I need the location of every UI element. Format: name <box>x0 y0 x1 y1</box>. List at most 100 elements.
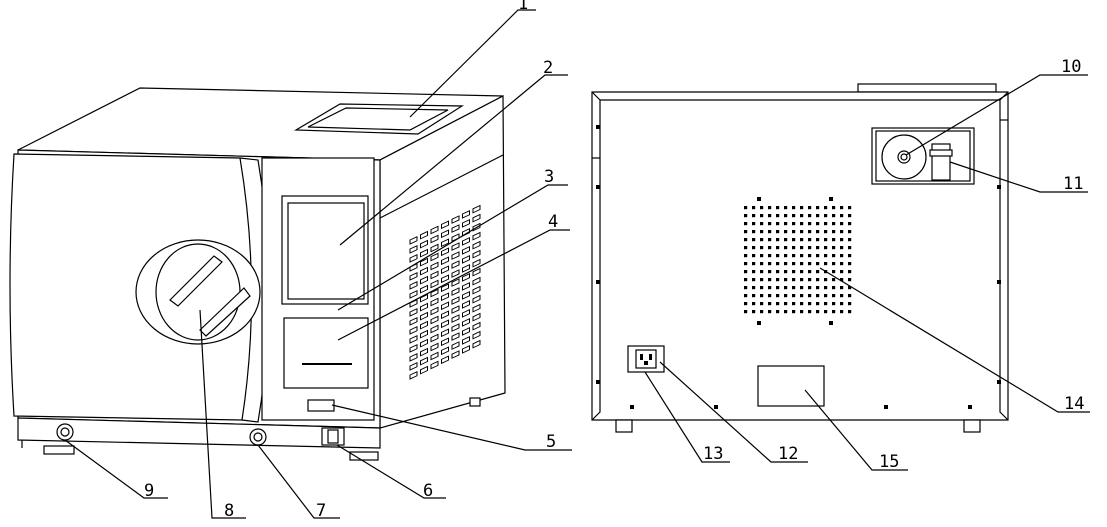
callout-3: 3 <box>544 167 554 187</box>
rear-vent-hole <box>840 302 844 306</box>
side-vent-slot <box>420 356 428 366</box>
front-foot-right <box>349 451 379 461</box>
rear-foot-left <box>615 419 633 433</box>
rear-vent-hole <box>848 254 852 258</box>
rear-vent-hole <box>840 206 844 210</box>
side-vent-slot <box>420 329 428 339</box>
side-vent-slot <box>409 344 418 353</box>
vent-mount-screw <box>829 321 833 325</box>
rear-vent-hole <box>760 222 764 226</box>
rear-vent-hole <box>824 278 828 282</box>
rear-top-bar <box>857 83 997 93</box>
rear-vent-hole <box>744 238 748 242</box>
side-vent-slot <box>441 274 449 284</box>
rear-vent-hole <box>832 270 836 274</box>
rear-vent-hole <box>816 262 820 266</box>
rear-vent-hole <box>752 206 756 210</box>
rear-vent-hole <box>800 262 804 266</box>
rear-vent-hole <box>792 302 796 306</box>
rear-vent-hole <box>768 238 772 242</box>
rear-vent-hole <box>760 294 764 298</box>
callout-12: 12 <box>778 444 798 464</box>
rear-vent-hole <box>848 310 852 314</box>
rear-vent-hole <box>808 246 812 250</box>
side-vent-slot <box>420 284 428 294</box>
side-vent-slot <box>462 300 470 309</box>
side-vent-slot <box>430 288 439 298</box>
rear-vent-hole <box>752 302 756 306</box>
rear-vent-hole <box>768 230 772 234</box>
rear-vent-hole <box>784 302 788 306</box>
rear-vent-hole <box>848 222 852 226</box>
side-vent-slot <box>409 281 418 290</box>
rear-vent-hole <box>768 246 772 250</box>
side-vent-slot <box>472 294 481 304</box>
side-vent-slot <box>409 272 418 281</box>
rear-vent-hole <box>840 222 844 226</box>
rear-vent-hole <box>832 230 836 234</box>
side-vent-slot <box>462 291 470 300</box>
rear-vent-hole <box>768 222 772 226</box>
rear-vent-hole <box>784 238 788 242</box>
side-vent-slot <box>462 345 470 354</box>
rear-vent-hole <box>776 294 780 298</box>
side-vent-slot <box>430 315 439 325</box>
rear-vent-hole <box>752 262 756 266</box>
rear-vent-hole <box>816 230 820 234</box>
rear-vent-hole <box>816 278 820 282</box>
rear-vent-hole <box>752 310 756 314</box>
rear-vent-hole <box>744 286 748 290</box>
rear-vent-hole <box>824 246 828 250</box>
rear-vent-hole <box>824 262 828 266</box>
rear-vent-hole <box>816 254 820 258</box>
rear-vent-hole <box>808 310 812 314</box>
rear-vent-hole <box>816 310 820 314</box>
side-vent-slot <box>462 327 470 336</box>
rear-vent-hole <box>816 238 820 242</box>
rear-vent-hole <box>848 214 852 218</box>
side-vent-slot <box>462 309 470 318</box>
side-vent-slot <box>430 252 439 262</box>
side-vent-slot <box>441 346 449 356</box>
rear-vent-hole <box>768 286 772 290</box>
rear-vent-hole <box>776 254 780 258</box>
rear-vent-hole <box>832 206 836 210</box>
rear-vent-hole <box>800 246 804 250</box>
vent-mount-screw <box>829 197 833 201</box>
rear-vent-hole <box>824 222 828 226</box>
rear-vent-hole <box>840 214 844 218</box>
rear-vent-hole <box>776 214 780 218</box>
base-plate <box>17 417 381 449</box>
side-vent-slot <box>462 273 470 282</box>
door-handle-knob <box>155 243 241 341</box>
rear-vent-hole <box>784 310 788 314</box>
side-vent-slot <box>441 220 449 230</box>
rear-vent-hole <box>816 286 820 290</box>
rear-vent-hole <box>768 270 772 274</box>
rear-vent-hole <box>784 222 788 226</box>
rear-vent-hole <box>800 286 804 290</box>
rear-vent-hole <box>800 278 804 282</box>
rear-vent-hole <box>832 246 836 250</box>
rear-vent-hole <box>784 278 788 282</box>
rear-vent-hole <box>832 254 836 258</box>
rear-vent-hole <box>832 214 836 218</box>
keypad-area <box>283 317 369 389</box>
side-vent-slot <box>430 297 439 307</box>
rear-vent-hole <box>760 254 764 258</box>
side-vent-slot <box>462 264 470 273</box>
rear-vent-hole <box>752 214 756 218</box>
rear-view <box>591 83 1009 433</box>
rear-vent-hole <box>840 262 844 266</box>
side-vent-slot <box>420 239 428 249</box>
vent-mount-screw <box>757 197 761 201</box>
rear-vent-hole <box>832 302 836 306</box>
side-vent-slot <box>409 362 418 371</box>
side-vent-slot <box>462 336 470 345</box>
rear-vent-hole <box>832 238 836 242</box>
rear-vent-hole <box>808 238 812 242</box>
side-vent-slot <box>430 360 439 370</box>
rear-vent-hole <box>840 294 844 298</box>
side-vent-slot <box>451 269 460 278</box>
side-vent-slot <box>409 290 418 299</box>
